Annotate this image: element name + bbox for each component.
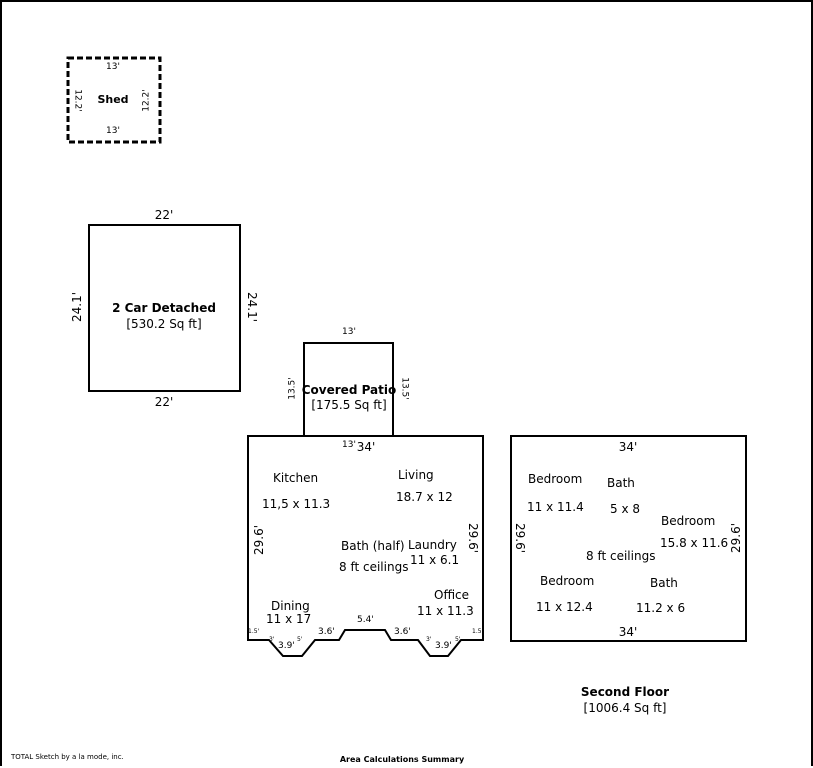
garage-left-dim: 24.1' (70, 291, 84, 323)
patio-area: [175.5 Sq ft] (311, 398, 387, 412)
room-bedroom-1: Bedroom (528, 472, 583, 486)
room-laundry: Laundry (408, 538, 457, 552)
room-office-size: 11 x 11.3 (417, 604, 474, 618)
second-floor-right-dim: 29.6' (729, 522, 743, 554)
garage-area: [530.2 Sq ft] (126, 317, 202, 331)
room-kitchen-size: 11,5 x 11.3 (262, 497, 331, 511)
dim-left-bay-diag-r: 5' (297, 636, 303, 643)
footer-credit: TOTAL Sketch by a la mode, inc. (11, 753, 124, 761)
garage-label: 2 Car Detached (112, 301, 216, 315)
room-bath-1: Bath (607, 476, 635, 490)
patio-top-dim: 13' (342, 327, 356, 337)
shed-right-dim: 12.2' (141, 89, 152, 112)
garage-top-dim: 22' (154, 208, 174, 222)
room-bedroom-1-size: 11 x 11.4 (527, 500, 584, 514)
patio-label: Covered Patio (301, 383, 397, 397)
room-dining: Dining (271, 599, 310, 613)
dim-left-bay: 3.9' (278, 641, 295, 651)
patio-bottom-dim: 13' (342, 440, 356, 450)
shed-left-dim: 12.2' (72, 89, 83, 112)
dim-right-bay-diag-l: 3' (426, 636, 432, 643)
garage-bottom-dim: 22' (154, 395, 174, 409)
second-floor-ceilings: 8 ft ceilings (586, 549, 656, 563)
first-floor-right-dim: 29.6' (466, 522, 480, 554)
second-floor-area: [1006.4 Sq ft] (583, 701, 667, 715)
room-living-size: 18.7 x 12 (396, 490, 453, 504)
room-bedroom-3-size: 11 x 12.4 (536, 600, 593, 614)
room-bath-1-size: 5 x 8 (610, 502, 640, 516)
room-bedroom-2-size: 15.8 x 11.6 (660, 536, 729, 550)
room-bath-half: Bath (half) (341, 539, 405, 553)
second-floor-outline (510, 435, 747, 642)
dim-left-mid: 3.6' (318, 627, 335, 637)
room-bath-2: Bath (650, 576, 678, 590)
shed-top-dim: 13' (106, 62, 120, 72)
patio-right-dim: 13.5' (399, 377, 410, 400)
first-floor-top-dim: 34' (356, 440, 376, 454)
second-floor-bottom-dim: 34' (618, 625, 638, 639)
first-floor-ceilings: 8 ft ceilings (339, 560, 409, 574)
dim-right-bay: 3.9' (435, 641, 452, 651)
shed-bottom-dim: 13' (106, 126, 120, 136)
dim-far-right: 1.5' (472, 628, 484, 635)
shed-outline (66, 56, 162, 144)
room-kitchen: Kitchen (273, 471, 319, 485)
room-bedroom-3: Bedroom (540, 574, 595, 588)
first-floor-outline (247, 435, 484, 657)
first-floor-left-dim: 29.6' (252, 524, 266, 556)
dim-right-mid: 3.6' (394, 627, 411, 637)
footer-summary: Area Calculations Summary (339, 755, 465, 764)
dim-far-left: 1.5' (248, 628, 260, 635)
dim-left-bay-diag-l: 3' (269, 636, 275, 643)
second-floor-top-dim: 34' (618, 440, 638, 454)
room-dining-size: 11 x 17 (266, 612, 312, 626)
second-floor-left-dim: 29.6' (513, 522, 527, 554)
dim-right-bay-diag-r: 5' (455, 636, 461, 643)
second-floor-title: Second Floor (580, 685, 670, 699)
room-bath-2-size: 11.2 x 6 (636, 601, 686, 615)
patio-left-dim: 13.5' (287, 377, 298, 400)
garage-outline (88, 224, 241, 392)
room-bedroom-2: Bedroom (661, 514, 716, 528)
room-office: Office (434, 588, 470, 602)
dim-center: 5.4' (357, 615, 374, 625)
room-living: Living (398, 468, 434, 482)
shed-label: Shed (97, 93, 129, 106)
garage-right-dim: 24.1' (245, 291, 259, 323)
room-laundry-size: 11 x 6.1 (410, 553, 460, 567)
